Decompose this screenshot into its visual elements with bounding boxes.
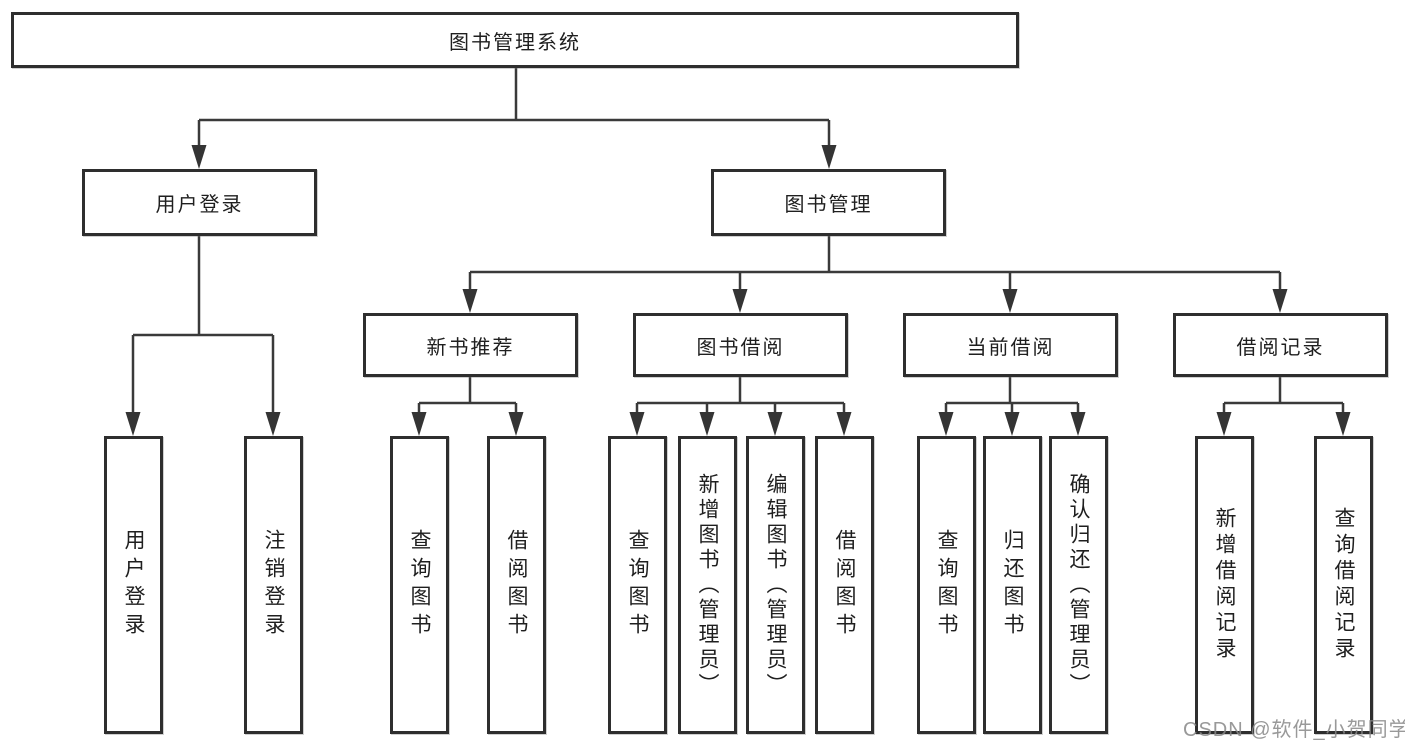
leaf-newbook-query-books: 查询图书 [390, 436, 449, 734]
leaf-borrow-edit-books-admin: 编辑图书（管理员） [746, 436, 805, 734]
connector-newbook-to-leaves [411, 377, 524, 436]
node-current-borrow: 当前借阅 [903, 313, 1118, 377]
connector-bookborrow-to-leaves [629, 377, 852, 436]
connector-root-to-level2 [191, 68, 837, 169]
node-label: 图书管理系统 [449, 31, 581, 54]
leaf-label: 归还图书 [1001, 529, 1024, 641]
leaf-record-add: 新增借阅记录 [1195, 436, 1254, 734]
connector-userlogin-to-leaves [125, 236, 281, 436]
leaf-borrow-borrow-books: 借阅图书 [815, 436, 874, 734]
node-book-borrow: 图书借阅 [633, 313, 848, 377]
leaf-label: 编辑图书（管理员） [764, 472, 787, 698]
node-label: 借阅记录 [1236, 336, 1325, 359]
leaf-label: 注销登录 [262, 529, 285, 641]
connector-bookmgmt-to-level3 [462, 236, 1288, 313]
leaf-current-confirm-return-admin: 确认归还（管理员） [1049, 436, 1108, 734]
leaf-borrow-add-books-admin: 新增图书（管理员） [678, 436, 737, 734]
leaf-label: 查询借阅记录 [1332, 507, 1355, 663]
leaf-label: 新增借阅记录 [1213, 507, 1236, 663]
leaf-label: 查询图书 [935, 529, 958, 641]
connector-currentborrow-to-leaves [938, 377, 1086, 436]
leaf-label: 新增图书（管理员） [696, 472, 719, 698]
leaf-label: 查询图书 [408, 529, 431, 641]
leaf-label: 用户登录 [122, 529, 145, 641]
node-user-login: 用户登录 [82, 169, 317, 236]
connector-borrowrecord-to-leaves [1216, 377, 1351, 436]
node-book-management: 图书管理 [711, 169, 946, 236]
node-label: 图书管理 [784, 194, 873, 216]
leaf-record-query: 查询借阅记录 [1314, 436, 1373, 734]
leaf-label: 借阅图书 [505, 529, 528, 641]
leaf-label: 查询图书 [626, 529, 649, 641]
node-label: 图书借阅 [696, 336, 785, 359]
node-label: 用户登录 [155, 194, 244, 216]
node-label: 新书推荐 [426, 336, 515, 359]
leaf-label: 借阅图书 [833, 529, 856, 641]
leaf-borrow-query-books: 查询图书 [608, 436, 667, 734]
leaf-newbook-borrow-books: 借阅图书 [487, 436, 546, 734]
leaf-current-return-books: 归还图书 [983, 436, 1042, 734]
leaf-current-query-books: 查询图书 [917, 436, 976, 734]
node-library-management-system: 图书管理系统 [11, 12, 1019, 68]
leaf-label: 确认归还（管理员） [1067, 472, 1090, 698]
leaf-user-login: 用户登录 [104, 436, 163, 734]
leaf-logout: 注销登录 [244, 436, 303, 734]
node-label: 当前借阅 [966, 336, 1055, 359]
node-new-book-recommend: 新书推荐 [363, 313, 578, 377]
node-borrow-records: 借阅记录 [1173, 313, 1388, 377]
watermark: CSDN @软件_小贺同学 [1183, 719, 1405, 741]
